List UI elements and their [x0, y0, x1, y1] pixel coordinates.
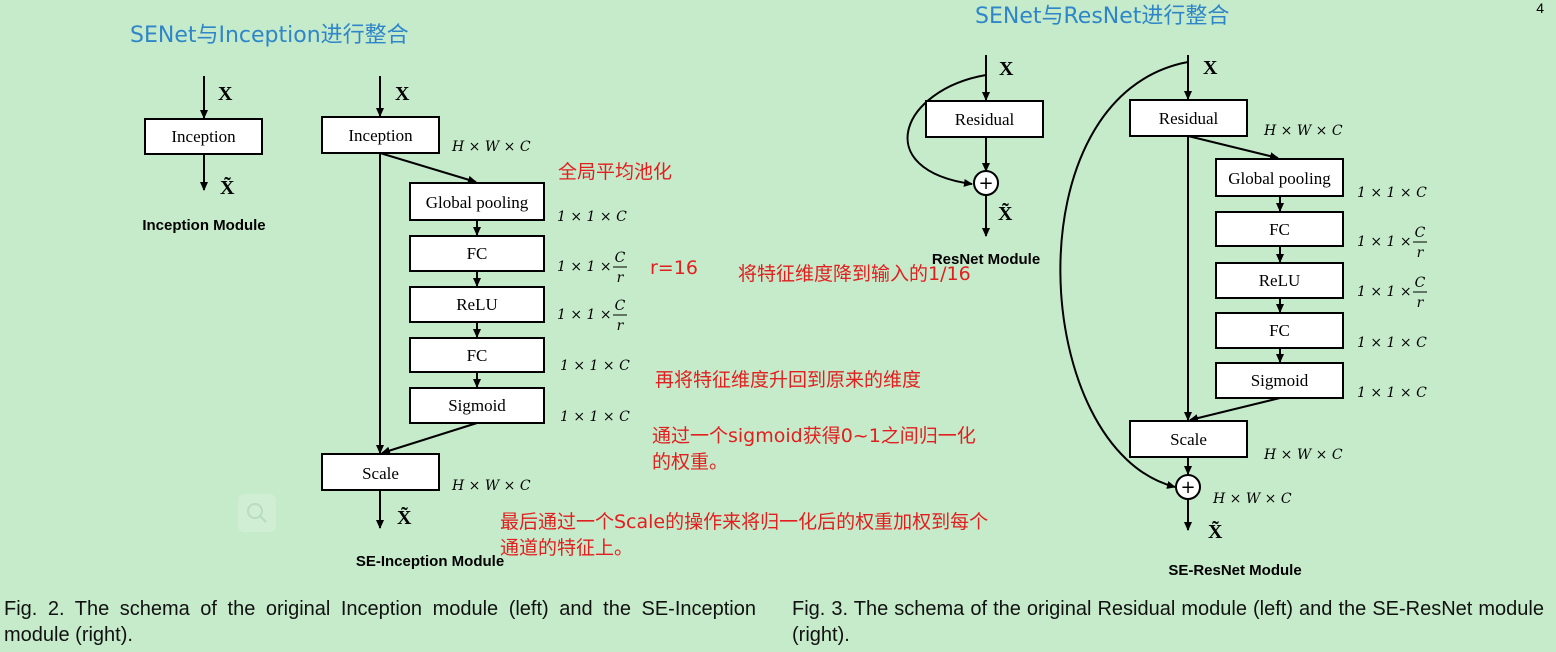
page-number: 4 — [1536, 0, 1544, 16]
relu-label: ReLU — [456, 295, 498, 314]
frac-num: C — [615, 250, 626, 266]
frac-den: r — [1417, 245, 1425, 261]
se-resnet-module-label: SE-ResNet Module — [1168, 562, 1301, 579]
add-symbol: + — [1180, 477, 1195, 498]
dim-label: H × W × C — [1263, 123, 1343, 139]
annotation-scale-2: 通道的特征上。 — [500, 537, 633, 559]
annotation-scale-1: 最后通过一个Scale的操作来将归一化后的权重加权到每个 — [500, 511, 988, 533]
global-pooling-block — [409, 182, 545, 221]
fc-expand-block — [1215, 312, 1344, 349]
resnet-module-label: ResNet Module — [932, 251, 1040, 268]
dim-label: H × W × C — [451, 478, 531, 494]
input-x-label: X — [395, 83, 410, 105]
fc-expand-block — [409, 337, 545, 373]
input-x-label: X — [1203, 57, 1218, 79]
resnet-heading: SENet与ResNet进行整合 — [975, 4, 1229, 29]
output-x-label: X̃ — [1208, 520, 1223, 543]
fc-reduce-block — [409, 235, 545, 272]
sigmoid-label: Sigmoid — [448, 396, 506, 415]
add-symbol: + — [978, 173, 993, 194]
fc-label: FC — [1269, 220, 1290, 239]
inception-block-label: Inception — [171, 127, 236, 146]
annotation-sigmoid-2: 的权重。 — [652, 451, 728, 473]
annotation-reduce: 将特征维度降到输入的1/16 — [738, 263, 971, 285]
relu-label: ReLU — [1259, 271, 1301, 290]
magnifier-icon — [247, 503, 267, 523]
sigmoid-label: Sigmoid — [1251, 371, 1309, 390]
output-x-label: X̃ — [998, 202, 1013, 225]
input-x-label: X — [999, 58, 1014, 80]
frac-den: r — [617, 318, 625, 334]
global-pooling-label: Global pooling — [1228, 169, 1331, 188]
annotation-global-pool: 全局平均池化 — [558, 161, 672, 183]
dim-label: 1 × 1 × C — [1357, 385, 1427, 401]
fc-label: FC — [1269, 321, 1290, 340]
residual-label: Residual — [1159, 109, 1219, 128]
global-pooling-label: Global pooling — [426, 193, 529, 212]
plain-resnet-module: X Residual + X̃ ResNet Module — [906, 55, 1044, 268]
output-x-label: X̃ — [220, 176, 235, 199]
inception-block-label: Inception — [348, 126, 413, 145]
fc-reduce-block — [1215, 211, 1344, 247]
annotation-restore: 再将特征维度升回到原来的维度 — [655, 369, 921, 391]
scale-label: Scale — [1170, 430, 1207, 449]
frac-num: C — [1415, 225, 1426, 241]
dim-label: 1 × 1 × — [557, 307, 612, 323]
inception-block — [321, 116, 440, 154]
se-resnet-module: X Residual H × W × C Global pooling 1 × … — [1059, 55, 1427, 579]
plain-inception-module: X Inception X̃ Inception Module — [142, 76, 266, 234]
dim-label: 1 × 1 × C — [557, 209, 627, 225]
fc-label: FC — [467, 244, 488, 263]
sigmoid-block — [409, 387, 545, 424]
annotations: 全局平均池化 r=16 将特征维度降到输入的1/16 再将特征维度升回到原来的维… — [500, 161, 988, 559]
dim-label: 1 × 1 × C — [560, 358, 630, 374]
relu-block — [1215, 262, 1344, 299]
output-x-label: X̃ — [397, 506, 412, 529]
scale-label: Scale — [362, 464, 399, 483]
dim-label: H × W × C — [1263, 447, 1343, 463]
annotation-r-value: r=16 — [650, 257, 698, 279]
frac-den: r — [617, 270, 625, 286]
global-pooling-block — [1215, 158, 1344, 197]
residual-block — [925, 100, 1044, 138]
frac-num: C — [1415, 275, 1426, 291]
dim-label: 1 × 1 × — [1357, 234, 1412, 250]
frac-num: C — [615, 298, 626, 314]
se-inception-module-label: SE-Inception Module — [356, 553, 504, 570]
dim-label: H × W × C — [451, 139, 531, 155]
fc-label: FC — [467, 346, 488, 365]
dim-label: 1 × 1 × C — [1357, 185, 1427, 201]
se-inception-module: X Inception H × W × C Global pooling 1 ×… — [321, 76, 630, 570]
dim-label: 1 × 1 × — [557, 259, 612, 275]
input-x-label: X — [218, 83, 233, 105]
dim-label: 1 × 1 × — [1357, 284, 1412, 300]
fig2-caption: Fig. 2. The schema of the original Incep… — [4, 598, 756, 646]
inception-module-label: Inception Module — [142, 217, 265, 234]
annotation-sigmoid-1: 通过一个sigmoid获得0~1之间归一化 — [652, 425, 976, 447]
dim-label: 1 × 1 × C — [1357, 335, 1427, 351]
zoom-button[interactable] — [238, 494, 276, 532]
frac-den: r — [1417, 295, 1425, 311]
dim-label: 1 × 1 × C — [560, 409, 630, 425]
fig3-caption: Fig. 3. The schema of the original Resid… — [792, 598, 1544, 646]
residual-label: Residual — [955, 110, 1015, 129]
inception-heading: SENet与Inception进行整合 — [130, 23, 409, 48]
dim-label: H × W × C — [1212, 491, 1292, 507]
